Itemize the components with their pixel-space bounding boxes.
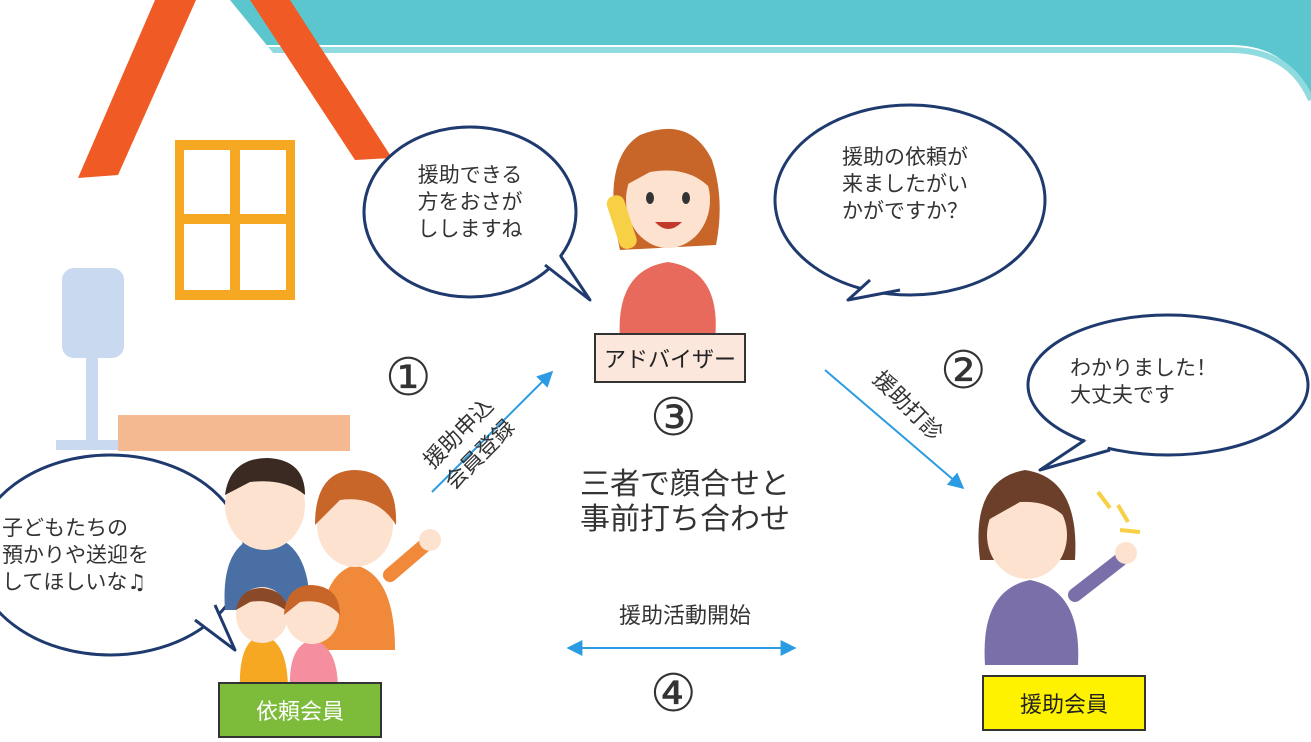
advisor-label-box: アドバイザー xyxy=(594,333,746,383)
arrow-step1 xyxy=(431,370,554,493)
house-floor xyxy=(118,415,350,451)
house-lamp xyxy=(62,268,124,358)
bubble-advisor-left-text: 援助できる 方をおさが ししますね xyxy=(417,163,523,241)
advisor-figure xyxy=(606,128,720,340)
house-roof-left xyxy=(78,0,196,178)
bubble-advisor-right-shape xyxy=(773,103,1047,297)
helper-figure xyxy=(978,470,1141,665)
bubble-requester-text: 子どもたちの 預かりや送迎を してほしいな♫ xyxy=(2,516,149,594)
bubble-advisor-left-shape xyxy=(362,125,578,299)
helper-label-box: 援助会員 xyxy=(982,675,1146,731)
requester-family-figure xyxy=(224,458,441,690)
step2-number: ② xyxy=(940,341,987,401)
bubble-helper-shape xyxy=(1026,313,1310,457)
arrow-step2 xyxy=(824,369,965,490)
teal-band xyxy=(0,0,1311,110)
bubble-advisor-right-text: 援助の依頼が 来ましたがい かがですか？ xyxy=(842,145,968,223)
requester-label-box: 依頼会員 xyxy=(218,682,382,738)
step4-number: ④ xyxy=(650,664,697,724)
step3-number: ③ xyxy=(650,388,697,448)
step3-text: 三者で顔合せと 事前打ち合わせ xyxy=(580,467,790,537)
step1-number: ① xyxy=(385,348,432,408)
bubble-helper-text: わかりました！ 大丈夫です xyxy=(1070,356,1217,407)
house-roof-right xyxy=(250,0,392,160)
step4-text: 援助活動開始 xyxy=(618,604,751,629)
